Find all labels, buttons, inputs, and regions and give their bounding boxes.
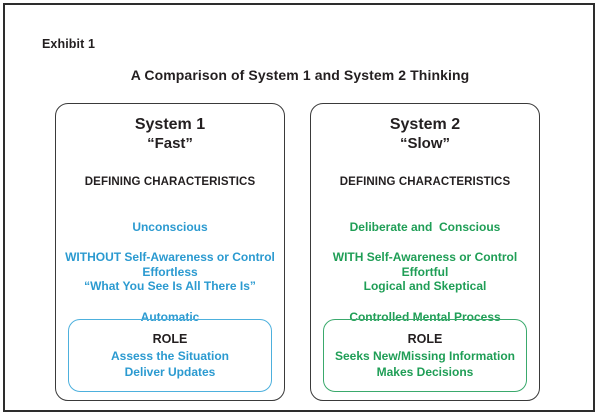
exhibit-label: Exhibit 1 — [42, 37, 95, 51]
system1-role-label: ROLE — [152, 332, 188, 346]
system2-characteristic: Deliberate and Conscious — [349, 220, 501, 234]
system1-characteristics: Unconscious Effortless Automatic — [56, 190, 284, 355]
system1-section-label: DEFINING CHARACTERISTICS — [84, 176, 256, 188]
system2-awareness: WITH Self-Awareness or Control — [332, 250, 518, 264]
system1-panel: System 1 “Fast” DEFINING CHARACTERISTICS… — [55, 103, 285, 401]
system1-heading: System 1 — [134, 116, 206, 133]
system2-principle: Logical and Skeptical — [363, 279, 487, 293]
system1-awareness: WITHOUT Self-Awareness or Control — [65, 250, 275, 264]
system2-role-box: ROLE Seeks New/Missing Information Makes… — [323, 319, 527, 392]
diagram-title: A Comparison of System 1 and System 2 Th… — [130, 67, 470, 83]
system2-subheading: “Slow” — [399, 135, 450, 152]
system1-role-item: Assess the Situation — [110, 349, 230, 363]
system2-role-item: Seeks New/Missing Information — [334, 349, 516, 363]
system2-characteristic: Controlled Mental Process — [349, 310, 501, 324]
system1-subheading: “Fast” — [147, 135, 193, 152]
system2-role-item: Makes Decisions — [376, 365, 474, 379]
system2-role-label: ROLE — [407, 332, 443, 346]
system2-heading: System 2 — [389, 116, 461, 133]
system2-characteristics: Deliberate and Conscious Effortful Contr… — [311, 190, 539, 355]
system1-characteristic: Effortless — [142, 265, 198, 279]
system1-role-item: Deliver Updates — [124, 365, 216, 379]
system2-section-label: DEFINING CHARACTERISTICS — [339, 176, 511, 188]
system1-role-items: Assess the Situation Deliver Updates — [111, 348, 229, 380]
system1-principle: “What You See Is All There Is” — [84, 279, 256, 293]
system1-role-box: ROLE Assess the Situation Deliver Update… — [68, 319, 272, 392]
system2-characteristic: Effortful — [401, 265, 449, 279]
system2-role-items: Seeks New/Missing Information Makes Deci… — [335, 348, 515, 380]
system1-characteristic: Automatic — [140, 310, 200, 324]
system2-panel: System 2 “Slow” DEFINING CHARACTERISTICS… — [310, 103, 540, 401]
system1-characteristic: Unconscious — [132, 220, 208, 234]
